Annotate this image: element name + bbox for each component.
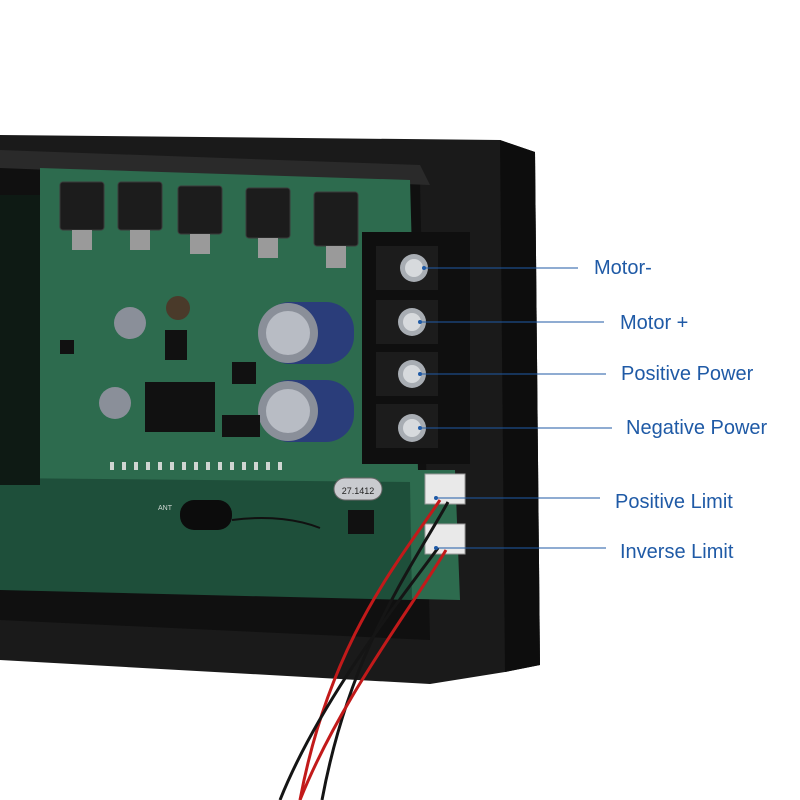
mosfet-tabs (72, 230, 346, 268)
pcb-left-display (0, 195, 40, 485)
enclosure-front-bezel (500, 140, 540, 672)
callout-lines (420, 267, 612, 549)
terminal-block (362, 232, 470, 464)
crystal: 27.1412 (333, 477, 383, 501)
label-motor-minus: Motor- (594, 257, 652, 279)
enclosure-top-rim (0, 150, 430, 185)
wires (278, 499, 450, 800)
label-inverse-limit: Inverse Limit (620, 541, 734, 563)
ic-chips (60, 330, 374, 534)
header-pins (110, 462, 282, 470)
label-motor-plus: Motor + (620, 312, 689, 334)
limit-connectors (424, 473, 466, 555)
antenna-marking: ANT (158, 505, 173, 512)
pcb-lower-strip (0, 478, 412, 600)
electrolytic-capacitors (99, 296, 354, 442)
label-positive-limit: Positive Limit (615, 491, 733, 513)
callout-dots (418, 266, 438, 550)
label-negative-power: Negative Power (626, 417, 768, 439)
mosfet-row (59, 181, 359, 247)
crystal-marking: 27.1412 (342, 486, 375, 496)
label-positive-power: Positive Power (621, 363, 754, 385)
antenna-coil: ANT (158, 500, 321, 530)
